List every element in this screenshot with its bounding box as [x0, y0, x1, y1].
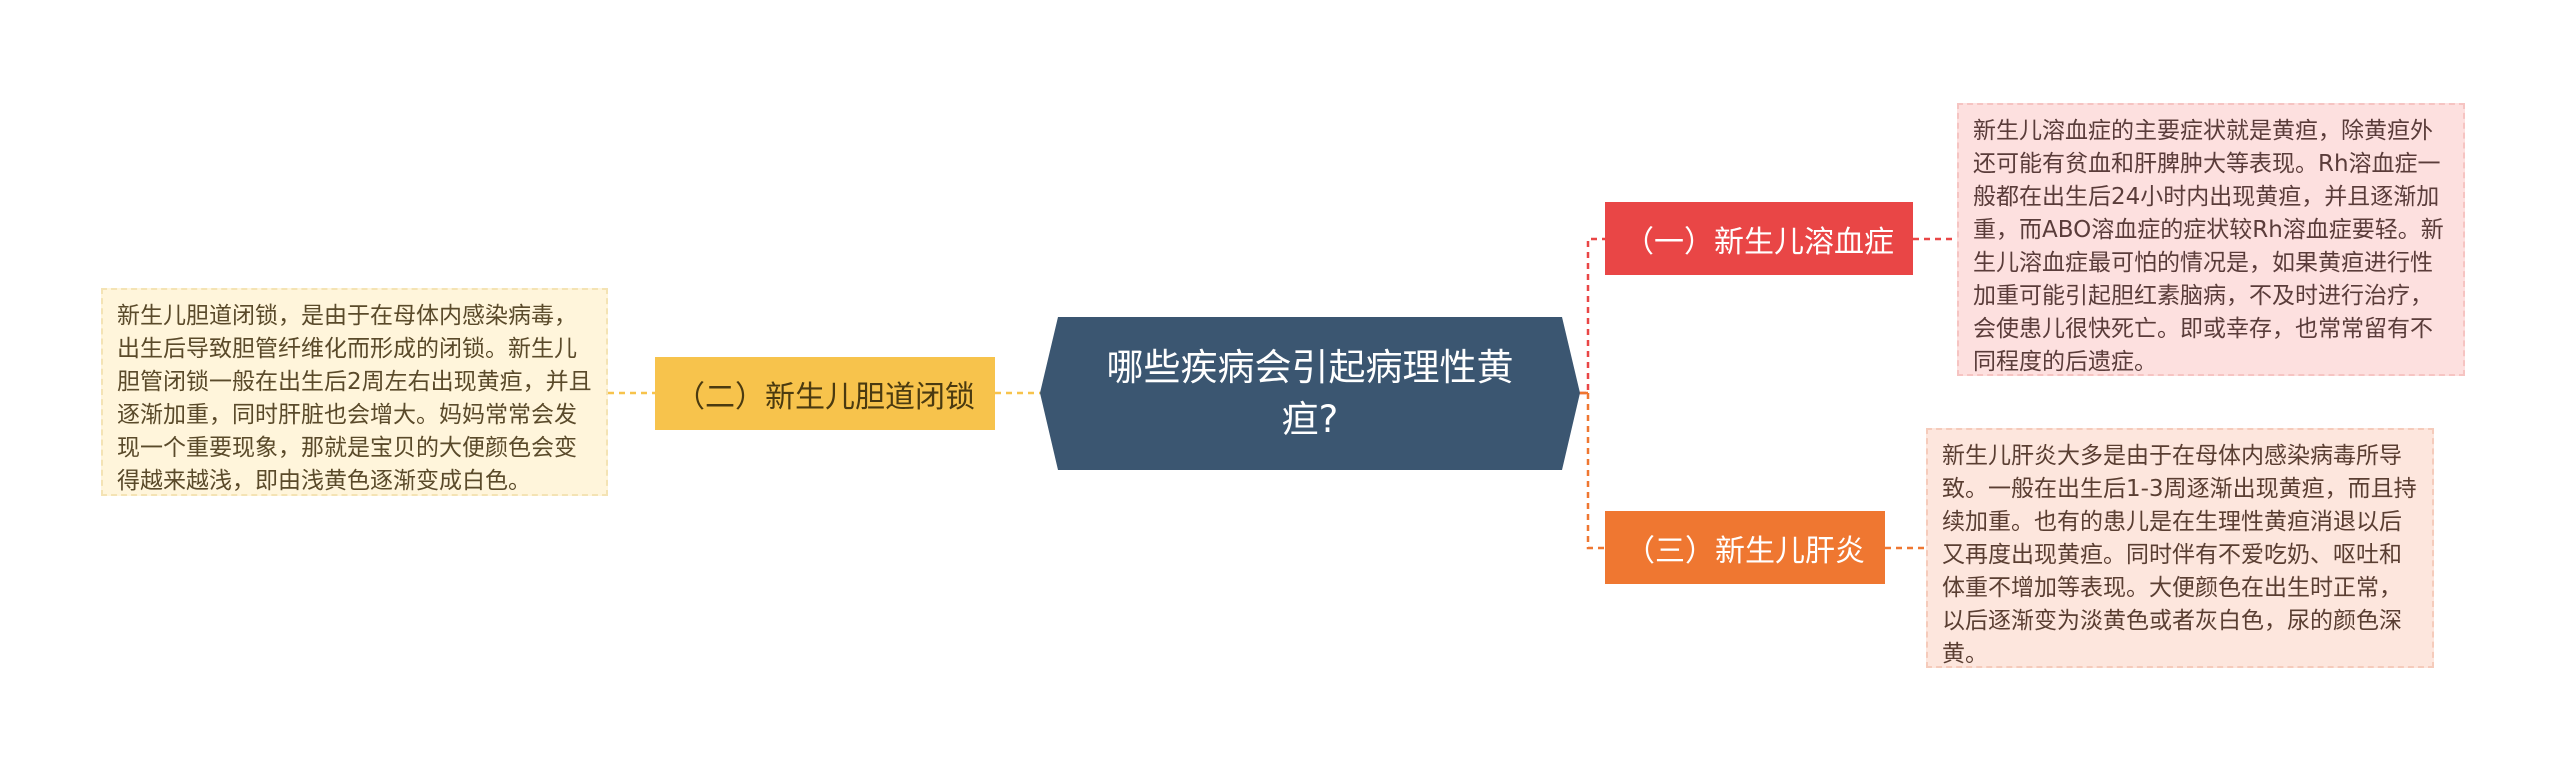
branch-biliary-atresia[interactable]: （二）新生儿胆道闭锁: [655, 357, 995, 430]
root-topic[interactable]: 哪些疾病会引起病理性黄疸?: [1040, 317, 1580, 470]
connector-root-branch3: [1586, 393, 1605, 550]
note-biliary-atresia[interactable]: 新生儿胆道闭锁，是由于在母体内感染病毒，出生后导致胆管纤维化而形成的闭锁。新生儿…: [101, 288, 608, 496]
branch-label: （二）新生儿胆道闭锁: [675, 379, 975, 415]
note-hemolytic-disease[interactable]: 新生儿溶血症的主要症状就是黄疸，除黄疸外还可能有贫血和肝脾肿大等表现。Rh溶血症…: [1957, 103, 2465, 376]
branch-hemolytic-disease[interactable]: （一）新生儿溶血症: [1605, 202, 1913, 275]
branch-neonatal-hepatitis[interactable]: （三）新生儿肝炎: [1605, 511, 1885, 584]
root-title: 哪些疾病会引起病理性黄疸?: [1106, 345, 1514, 441]
branch-label: （一）新生儿溶血症: [1624, 224, 1894, 260]
root-hexagon-shape: [1040, 317, 1580, 470]
note-neonatal-hepatitis[interactable]: 新生儿肝炎大多是由于在母体内感染病毒所导致。一般在出生后1-3周逐渐出现黄疸，而…: [1926, 428, 2434, 668]
connector-root-branch1: [1580, 237, 1605, 395]
branch-label: （三）新生儿肝炎: [1625, 533, 1865, 569]
